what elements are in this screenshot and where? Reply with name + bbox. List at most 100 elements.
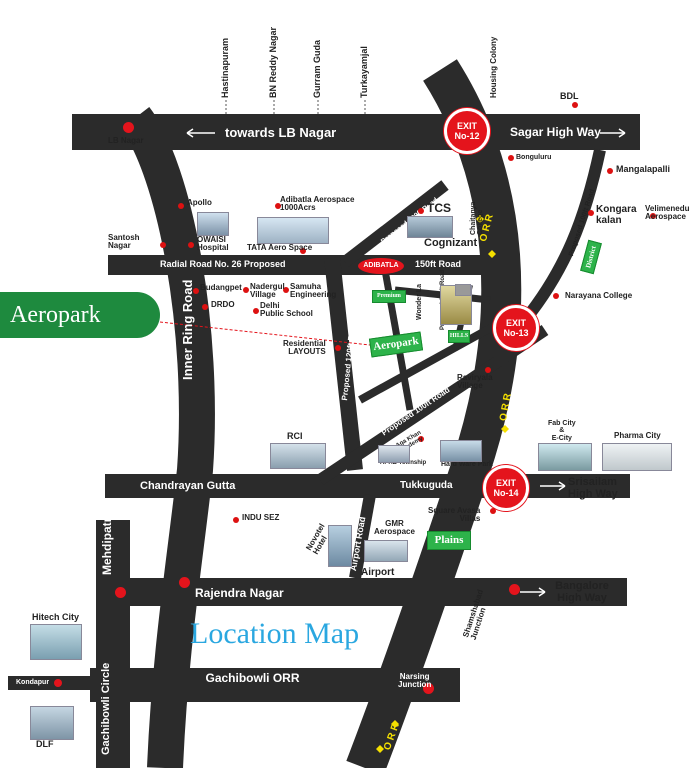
label-nadergul: Nadergul Village: [250, 282, 285, 300]
label-tcs: TCS: [427, 201, 451, 215]
place-housing-colony: Housing Colony: [489, 36, 498, 98]
exit-14-line2: No-14: [493, 488, 519, 498]
label-kongara: Kongara kalan: [596, 204, 637, 226]
mehdipatnam-marker: [115, 587, 126, 598]
road-label-lb-nagar: towards LB Nagar: [225, 125, 337, 140]
dot-residential: [335, 345, 341, 351]
label-bdl: BDL: [560, 91, 579, 101]
road-label-tukkuguda: Tukkuguda: [400, 480, 453, 491]
gmr-image: [364, 540, 408, 562]
orr-markers: [376, 215, 509, 753]
label-gmr: GMR Aerospace: [374, 519, 415, 537]
dot-velimenedu: [650, 213, 656, 219]
dot-tcs: [418, 208, 424, 214]
aphb-image: [378, 445, 410, 463]
label-chaitanya: Chaitanya College: [470, 201, 485, 235]
label-samuha: Samuha Engineering: [290, 282, 337, 300]
premium-tag: Premium: [372, 290, 406, 303]
road-label-chandrayan: Chandrayan Gutta: [140, 480, 236, 492]
narsing-marker: [423, 683, 434, 694]
dot-kongara: [588, 210, 594, 216]
gachibowli-orr: [90, 668, 460, 702]
label-mangalapalli: Mangalapalli: [616, 164, 671, 174]
label-drdo: DRDO: [211, 300, 235, 309]
label-airport: Airport: [361, 567, 395, 578]
map-title: Location Map: [190, 617, 360, 650]
dot-tata: [300, 248, 306, 254]
dot-delhi-school: [253, 308, 259, 314]
road-label-mehdipatnam: Mehdipatnam: [100, 497, 114, 575]
aeropark-banner: Aeropark: [0, 292, 160, 338]
label-cognizant: Cognizant: [424, 237, 478, 249]
lb-nagar-marker: [123, 122, 134, 133]
dot-apollo: [178, 203, 184, 209]
dot-samuha: [283, 287, 289, 293]
label-velimenedu: Velimenedu Aerospace: [645, 204, 690, 222]
label-bonguluru: Bonguluru: [516, 154, 552, 161]
pharma-city-image: [602, 443, 672, 471]
road-label-gachibowli-orr: Gachibowli ORR: [205, 671, 300, 685]
rci-image: [270, 443, 326, 469]
label-raviryala: Raviryala Village: [457, 373, 493, 391]
label-indu-sez: INDU SEZ: [242, 513, 280, 522]
label-narsing: Narsing Junction: [398, 672, 432, 690]
dot-adibatla: [275, 203, 281, 209]
owaisi-hospital-image: [197, 212, 229, 236]
label-dlf: DLF: [36, 739, 54, 749]
label-hardware: Hard Ware Park: [441, 461, 493, 468]
place-turkayamjal: Turkayamjal: [359, 46, 369, 98]
label-budangpet: Budangpet: [200, 283, 242, 292]
label-pharma-city: Pharma City: [614, 431, 661, 440]
dot-bdl: [572, 102, 578, 108]
label-hitech: Hitech City: [32, 612, 80, 622]
chaitanya-image: [455, 284, 471, 296]
hills-tag: HILLS: [448, 330, 470, 343]
exit-12-line2: No-12: [454, 131, 480, 141]
road-label-sagar: Sagar High Way: [510, 125, 601, 139]
road-label-150ft: 150ft Road: [415, 259, 462, 269]
label-tata: TATA Aero Space: [247, 243, 313, 252]
label-residential: Residential LAYOUTS: [283, 339, 326, 357]
hardware-park-image: [440, 440, 482, 462]
dot-nadergul: [243, 287, 249, 293]
label-delhi-school: Delhi Public School: [260, 301, 313, 319]
tata-aerospace-image: [257, 217, 329, 244]
label-lb-nagar: LB Nagar: [108, 136, 144, 145]
dot-budangpet: [193, 288, 199, 294]
hitech-city-image: [30, 624, 82, 660]
road-label-gachibowli-circle: Gachibowli Circle: [100, 662, 112, 755]
dot-bonguluru: [508, 155, 514, 161]
place-gurram-guda: Gurram Guda: [312, 39, 322, 98]
adibatla-oval: ADIBATLA: [358, 258, 404, 274]
dot-owaisi: [188, 242, 194, 248]
road-label-srisailam: Srisailam High Way: [568, 476, 618, 501]
dot-raviryala: [485, 367, 491, 373]
label-santosh: Santosh Nagar: [108, 233, 140, 251]
mehdipatnam-road: [96, 520, 130, 768]
dot-mangalapalli: [607, 168, 613, 174]
exit-13-line1: EXIT: [505, 317, 526, 328]
road-label-bangalore: Bangalore High Way: [555, 580, 609, 605]
shamshabad-marker: [509, 584, 520, 595]
inner-ring-road: [120, 107, 215, 768]
label-wonder-la: Wonder La: [416, 283, 423, 320]
exit-12-line1: EXIT: [456, 120, 477, 131]
dot-narayana: [553, 293, 559, 299]
exit-13-line2: No-13: [503, 328, 529, 338]
label-apollo: Apollo: [187, 198, 212, 207]
label-narayana: Narayana College: [565, 291, 633, 300]
dot-square-avasa: [490, 508, 496, 514]
exit-14-line1: EXIT: [495, 477, 516, 488]
orr-road: [346, 59, 522, 768]
dlf-image: [30, 706, 74, 740]
cognizant-image: [407, 216, 453, 238]
road-label-radial: Radial Road No. 26 Proposed: [160, 259, 286, 269]
dot-drdo: [202, 304, 208, 310]
label-kondapur: Kondapur: [16, 679, 50, 686]
fab-city-image: [538, 443, 592, 471]
label-rci: RCI: [287, 431, 303, 441]
novotel-image: [328, 525, 352, 567]
dot-santosh: [160, 242, 166, 248]
